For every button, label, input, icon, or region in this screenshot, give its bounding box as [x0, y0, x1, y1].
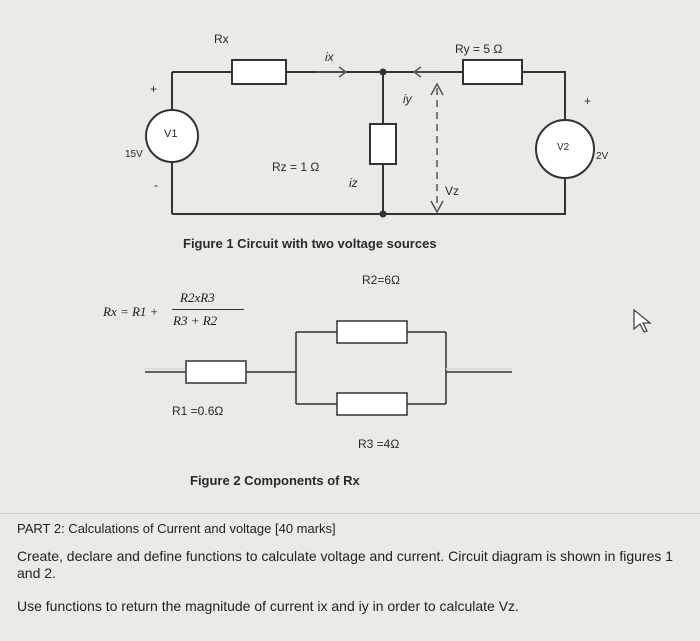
part2-paragraph2: Use functions to return the magnitude of… — [17, 598, 519, 614]
r3-resistor — [336, 392, 408, 416]
formula-fraction-bar — [172, 309, 244, 310]
vz-label: Vz — [445, 184, 460, 198]
v1-label: V1 — [164, 128, 178, 140]
part2-paragraph1: Create, declare and define functions to … — [17, 548, 674, 581]
section-divider — [0, 513, 700, 514]
ix-label: ix — [325, 50, 334, 64]
v1-value-label: 15V — [125, 149, 143, 160]
junction-node-bottom — [379, 210, 387, 218]
mouse-cursor-icon — [633, 308, 652, 333]
formula-denominator: R3 + R2 — [173, 313, 218, 328]
rz-resistor — [369, 123, 397, 165]
figure1-caption: Figure 1 Circuit with two voltage source… — [183, 236, 437, 251]
rx-resistor — [231, 59, 287, 85]
rz-label: Rz = 1 Ω — [272, 160, 320, 174]
rx-label: Rx — [214, 32, 229, 46]
r1-resistor — [185, 360, 247, 384]
r3-label: R3 =4Ω — [358, 437, 400, 451]
v2-value-label: 2V — [596, 151, 609, 162]
v2-plus-sign: + — [584, 94, 592, 108]
formula-lhs: Rx = R1 + — [103, 304, 159, 319]
v1-minus-sign: - — [154, 178, 158, 192]
r1-label: R1 =0.6Ω — [172, 404, 224, 418]
ry-label: Ry = 5 Ω — [455, 42, 503, 56]
junction-node-top — [379, 68, 387, 76]
figure1-circuit-diagram — [145, 59, 595, 218]
iy-label: iy — [403, 92, 412, 106]
ry-resistor — [462, 59, 523, 85]
ix-arrow — [315, 66, 348, 78]
v2-label: V2 — [557, 142, 570, 153]
vz-arrow — [430, 82, 444, 214]
part2-heading: PART 2: Calculations of Current and volt… — [17, 521, 336, 536]
figure2-caption: Figure 2 Components of Rx — [190, 473, 360, 488]
iz-label: iz — [349, 176, 358, 190]
r2-resistor — [336, 320, 408, 344]
figure2-rx-diagram — [145, 320, 512, 416]
formula-numerator: R2xR3 — [180, 290, 215, 305]
v1-plus-sign: + — [150, 82, 158, 96]
v1-source — [145, 109, 199, 163]
v2-source — [535, 119, 595, 179]
r2-label: R2=6Ω — [362, 273, 400, 287]
iy-arrow — [412, 66, 440, 78]
